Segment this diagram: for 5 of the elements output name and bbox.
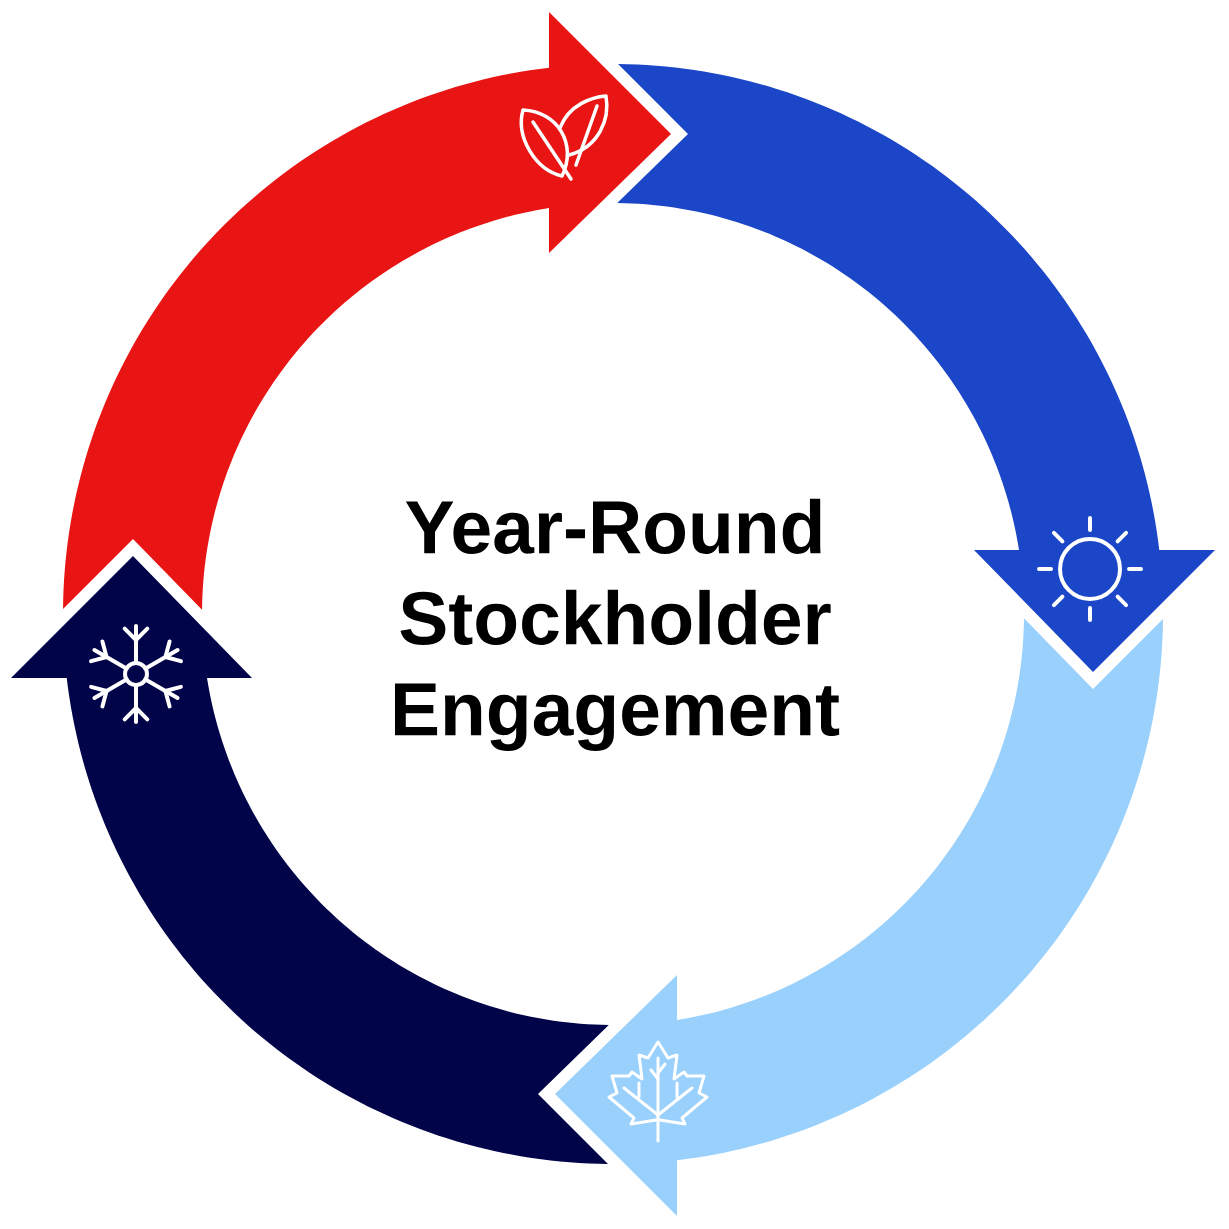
sun-icon <box>1037 516 1143 622</box>
maple-leaf-icon <box>607 1040 709 1143</box>
leaf-icon <box>519 94 609 181</box>
snowflake-icon <box>89 624 183 724</box>
title: Year-Round Stockholder Engagement <box>395 498 840 752</box>
